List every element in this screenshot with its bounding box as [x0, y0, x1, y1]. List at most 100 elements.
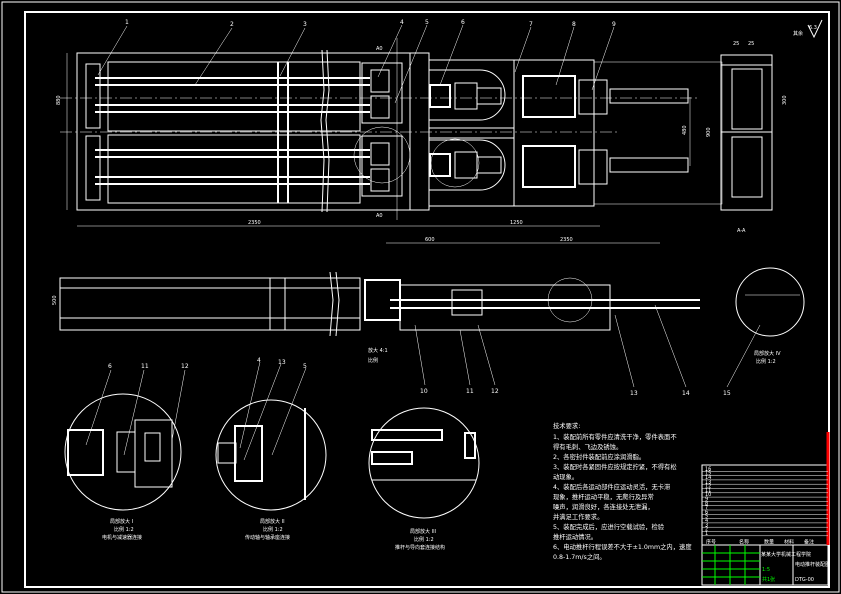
svg-text:10: 10	[420, 388, 428, 395]
parts-header: 备注	[804, 539, 814, 546]
parts-header: 材料	[784, 539, 794, 546]
svg-text:6: 6	[108, 363, 112, 370]
drawing-number: DTG-00	[795, 577, 814, 583]
svg-text:放大 4:1: 放大 4:1	[368, 347, 388, 354]
svg-text:6、电动推杆行程误差不大于±1.0mm之内，速度: 6、电动推杆行程误差不大于±1.0mm之内，速度	[553, 542, 692, 551]
svg-text:4: 4	[257, 357, 261, 364]
svg-text:2350: 2350	[248, 220, 261, 226]
svg-text:2: 2	[230, 21, 234, 28]
svg-text:噪声，润滑良好，各连接处无泄漏，: 噪声，润滑良好，各连接处无泄漏，	[553, 502, 654, 511]
parts-row-number: 3	[705, 522, 708, 528]
svg-text:14: 14	[682, 390, 690, 397]
parts-row-number: 11	[705, 488, 711, 494]
svg-text:5: 5	[425, 19, 429, 26]
parts-row-number: 1	[705, 531, 708, 537]
parts-header: 数量	[764, 539, 774, 546]
svg-text:局部放大 I: 局部放大 I	[110, 518, 133, 525]
svg-text:0.8-1.7m/s之间。: 0.8-1.7m/s之间。	[553, 552, 606, 561]
svg-text:4: 4	[400, 19, 404, 26]
svg-text:1: 1	[125, 19, 129, 26]
svg-text:局部放大 IV: 局部放大 IV	[754, 350, 781, 357]
svg-text:并满足工作要求。: 并满足工作要求。	[553, 512, 603, 521]
inner-border	[24, 11, 830, 588]
svg-text:A0: A0	[376, 213, 383, 219]
svg-text:其余: 其余	[793, 30, 803, 37]
svg-text:300: 300	[782, 95, 788, 105]
svg-text:15: 15	[723, 390, 731, 397]
svg-text:5: 5	[303, 363, 307, 370]
notes-title: 技术要求:	[553, 421, 580, 430]
part-numbers-top: 1 2 3 4 5 6 7 8 9	[125, 19, 616, 28]
svg-text:比例: 比例	[368, 357, 378, 364]
svg-text:3: 3	[303, 21, 307, 28]
svg-text:11: 11	[141, 363, 149, 370]
svg-text:得有毛刺、飞边及锈蚀。: 得有毛刺、飞边及锈蚀。	[553, 442, 622, 451]
svg-text:比例 1:2: 比例 1:2	[263, 526, 283, 533]
parts-row-number: 15	[705, 471, 711, 477]
svg-text:A-A: A-A	[737, 228, 746, 234]
svg-text:1250: 1250	[510, 220, 523, 226]
svg-text:电机与减速器连接: 电机与减速器连接	[102, 534, 142, 541]
drawing-title: 电动推杆装配图	[795, 561, 830, 568]
parts-row-number: 9	[705, 497, 708, 503]
svg-text:比例 1:2: 比例 1:2	[414, 536, 434, 543]
svg-text:1、装配前所有零件应清洗干净，零件表面不: 1、装配前所有零件应清洗干净，零件表面不	[553, 432, 677, 441]
svg-text:4、装配后各运动部件应运动灵活，无卡滞: 4、装配后各运动部件应运动灵活，无卡滞	[553, 482, 670, 491]
scale: 1:5	[762, 567, 770, 573]
svg-text:25: 25	[748, 41, 754, 47]
parts-row-number: 5	[705, 514, 708, 520]
detail-3: 局部放大 III 比例 1:2 推杆与导向套连接结构	[368, 407, 480, 551]
svg-text:5、装配完成后，应进行空载试验，检验: 5、装配完成后，应进行空载试验，检验	[553, 522, 665, 531]
svg-text:13: 13	[630, 390, 638, 397]
svg-text:7: 7	[529, 21, 533, 28]
svg-text:6: 6	[461, 19, 465, 26]
parts-row-number: 10	[705, 492, 711, 498]
svg-text:500: 500	[52, 295, 58, 305]
svg-text:13: 13	[278, 359, 286, 366]
svg-text:局部放大 II: 局部放大 II	[260, 518, 285, 525]
detail-1: 6 11 12 局部放大 I 比例 1:2 电机与减速器连接	[64, 363, 189, 541]
parts-row-number: 6	[705, 509, 708, 515]
parts-row-number: 12	[705, 484, 711, 490]
svg-text:12: 12	[181, 363, 189, 370]
svg-text:480: 480	[682, 125, 688, 135]
svg-text:6.3: 6.3	[809, 25, 817, 31]
title-block	[701, 432, 830, 586]
side-view: 500 600 2350 放大 4:1 比例	[52, 237, 805, 364]
parts-list-text: 16151413121110987654321序号名称数量材料备注	[702, 466, 828, 546]
svg-text:比例 1:2: 比例 1:2	[756, 358, 776, 365]
parts-row-number: 2	[705, 527, 708, 533]
svg-text:25: 25	[733, 41, 739, 47]
svg-text:12: 12	[491, 388, 499, 395]
parts-row-number: 8	[705, 501, 708, 507]
sheet: 共1张	[762, 576, 775, 583]
svg-text:2350: 2350	[560, 237, 573, 243]
part-numbers-side: 10 11 12 13 14 15	[420, 388, 731, 397]
svg-text:推杆与导向套连接结构: 推杆与导向套连接结构	[395, 544, 445, 551]
parts-row-number: 4	[705, 518, 708, 524]
svg-text:3、装配时各紧固件应按规定拧紧，不得有松: 3、装配时各紧固件应按规定拧紧，不得有松	[553, 462, 677, 471]
svg-text:动现象。: 动现象。	[553, 472, 578, 481]
svg-text:局部放大 III: 局部放大 III	[410, 528, 436, 535]
svg-text:推杆运动情况。: 推杆运动情况。	[553, 532, 597, 541]
roughness-symbol: 其余 6.3	[793, 19, 823, 39]
top-view: 880 2350 1250 480 900 A0 A0	[56, 38, 723, 227]
svg-text:600: 600	[425, 237, 435, 243]
svg-text:传动轴与轴承座连接: 传动轴与轴承座连接	[245, 534, 290, 541]
svg-text:8: 8	[572, 21, 576, 28]
detail-2: 4 13 5 局部放大 II 比例 1:2 传动轴与轴承座连接	[215, 357, 327, 541]
part-leaders-side	[414, 304, 761, 388]
svg-text:现象，推杆运动平稳，无爬行及异常: 现象，推杆运动平稳，无爬行及异常	[553, 492, 654, 501]
parts-row-number: 7	[705, 505, 708, 511]
parts-row-number: 14	[705, 475, 711, 481]
school-name: 某某大学机械工程学院	[761, 551, 811, 558]
svg-text:11: 11	[466, 388, 474, 395]
end-view: 25 25 300 A-A	[720, 41, 788, 234]
svg-text:2、各密封件装配前应涂润滑脂。: 2、各密封件装配前应涂润滑脂。	[553, 452, 645, 461]
detail-iv-caption: 局部放大 IV 比例 1:2	[754, 350, 781, 365]
svg-text:比例 1:2: 比例 1:2	[114, 526, 134, 533]
parts-header: 名称	[739, 539, 749, 546]
part-leaders-top	[97, 24, 615, 104]
